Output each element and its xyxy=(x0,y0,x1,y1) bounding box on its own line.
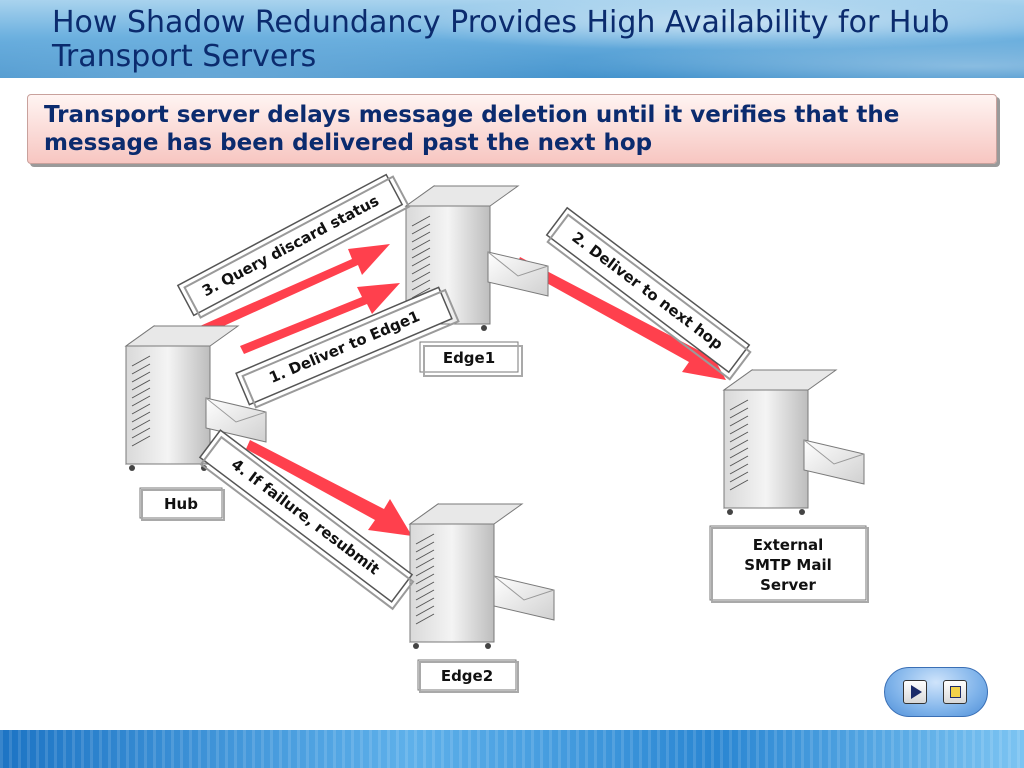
edge1-label: Edge1 xyxy=(443,349,495,367)
arrow-deliver-edge1 xyxy=(240,283,400,354)
slide-nav xyxy=(884,667,988,717)
label-edge1: Edge1 xyxy=(419,341,523,377)
slide-title: How Shadow Redundancy Provides High Avai… xyxy=(52,5,950,74)
edge2-envelope xyxy=(493,575,555,621)
envelope-icon xyxy=(803,439,865,485)
server-tower-icon xyxy=(723,369,837,516)
hub-label: Hub xyxy=(164,495,198,513)
stop-icon[interactable] xyxy=(943,680,967,704)
label-hub: Hub xyxy=(139,487,225,521)
edge2-label: Edge2 xyxy=(441,667,493,685)
arrow-query-discard xyxy=(200,244,390,334)
header-band: How Shadow Redundancy Provides High Avai… xyxy=(0,0,1024,78)
label-external-smtp: External SMTP Mail Server xyxy=(709,525,869,603)
arrow-deliver-next-hop xyxy=(516,257,726,380)
envelope-icon xyxy=(493,575,555,621)
external-envelope xyxy=(803,439,865,485)
subtitle-text: Transport server delays message deletion… xyxy=(44,102,900,156)
external-server xyxy=(723,369,837,516)
edge2-server xyxy=(409,503,523,650)
play-icon[interactable] xyxy=(903,680,927,704)
subtitle-box: Transport server delays message deletion… xyxy=(27,94,997,164)
external-label-line1: External xyxy=(753,536,824,554)
footer-band xyxy=(0,730,1024,768)
external-label-line3: Server xyxy=(760,576,816,594)
edge1-envelope xyxy=(487,251,549,297)
envelope-icon xyxy=(205,397,267,443)
external-label-line2: SMTP Mail xyxy=(744,556,832,574)
header-glow xyxy=(0,0,1024,78)
envelope-icon xyxy=(487,251,549,297)
label-edge2: Edge2 xyxy=(417,659,519,693)
hub-envelope xyxy=(205,397,267,443)
server-tower-icon xyxy=(409,503,523,650)
step3-label: 3. Query discard status xyxy=(199,192,382,301)
arrow-resubmit xyxy=(246,440,412,536)
